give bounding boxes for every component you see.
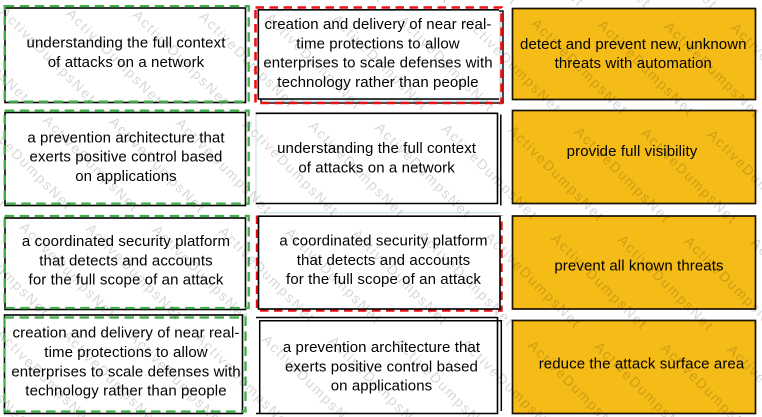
svg-text:that detects and accounts: that detects and accounts — [39, 252, 212, 269]
svg-text:time protections to allow: time protections to allow — [44, 344, 207, 361]
svg-text:enterprises to scale defenses: enterprises to scale defenses with — [263, 55, 492, 72]
svg-text:of attacks on a network: of attacks on a network — [48, 54, 205, 71]
svg-text:for the full scope of an attac: for the full scope of an attack — [29, 272, 224, 289]
svg-text:on applications: on applications — [331, 378, 433, 395]
svg-text:a prevention architecture that: a prevention architecture that — [27, 129, 225, 146]
svg-text:on applications: on applications — [75, 168, 177, 185]
svg-text:prevent all known threats: prevent all known threats — [554, 258, 723, 275]
svg-text:a coordinated security platfor: a coordinated security platform — [22, 233, 230, 250]
svg-text:that detects and accounts: that detects and accounts — [297, 252, 470, 269]
svg-text:a coordinated security platfor: a coordinated security platform — [279, 233, 487, 250]
svg-text:provide full visibility: provide full visibility — [567, 143, 698, 160]
svg-text:exerts positive control based: exerts positive control based — [30, 149, 223, 166]
svg-text:technology rather than people: technology rather than people — [25, 383, 226, 400]
svg-text:exerts positive control based: exerts positive control based — [285, 358, 478, 375]
svg-text:for the full scope of an attac: for the full scope of an attack — [286, 271, 481, 288]
svg-text:understanding the full context: understanding the full context — [27, 35, 227, 52]
svg-text:threats with automation: threats with automation — [555, 55, 712, 72]
svg-text:understanding the full context: understanding the full context — [277, 140, 477, 157]
svg-text:technology rather than people: technology rather than people — [277, 74, 478, 91]
svg-text:creation and delivery of near: creation and delivery of near real- — [265, 16, 492, 33]
svg-text:of attacks on a network: of attacks on a network — [298, 159, 455, 176]
svg-text:time protections to allow: time protections to allow — [296, 35, 459, 52]
svg-text:reduce the attack surface area: reduce the attack surface area — [539, 355, 745, 372]
svg-text:detect and prevent new, unknow: detect and prevent new, unknown — [520, 36, 747, 53]
svg-text:enterprises to scale defenses: enterprises to scale defenses with — [11, 363, 240, 380]
svg-text:a prevention architecture that: a prevention architecture that — [283, 339, 481, 356]
svg-text:creation and delivery of near: creation and delivery of near real- — [13, 325, 240, 342]
